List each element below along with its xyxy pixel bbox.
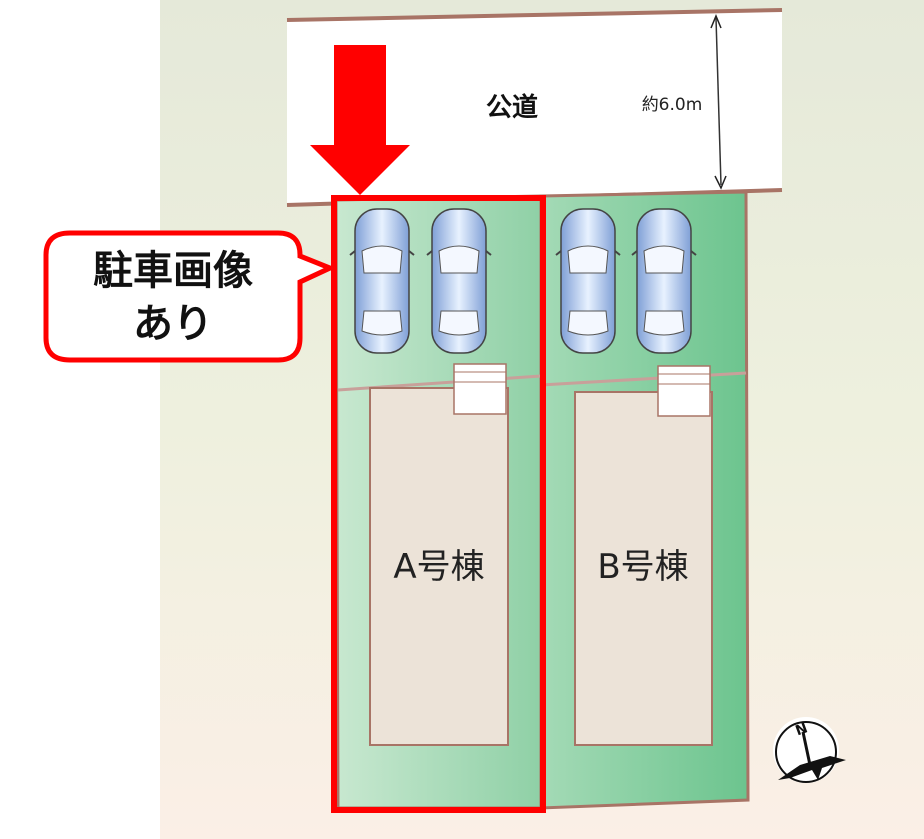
road-label: 公道 (486, 92, 538, 123)
house-b (574, 391, 713, 746)
house-b-label: B号棟 (597, 547, 688, 587)
road-width-dimension (710, 14, 727, 190)
callout-line2: あり (133, 301, 213, 347)
compass-north-label: N (793, 720, 809, 739)
compass-icon: N (773, 717, 846, 783)
entrance-steps-a (453, 363, 507, 415)
callout-line1: 駐車画像 (93, 248, 253, 294)
callout-bubble (43, 230, 337, 363)
house-a-label: A号棟 (393, 547, 484, 587)
entrance-steps-b (657, 365, 711, 417)
arrow-down-icon (310, 45, 410, 195)
lot-b-line (540, 371, 747, 387)
car-icon (349, 208, 415, 354)
house-a (369, 387, 509, 746)
car-icon (631, 208, 697, 354)
car-icon (555, 208, 621, 354)
car-icon (426, 208, 492, 354)
lot-a-highlight (331, 195, 546, 813)
road-width-label: 約6.0m (642, 95, 703, 115)
